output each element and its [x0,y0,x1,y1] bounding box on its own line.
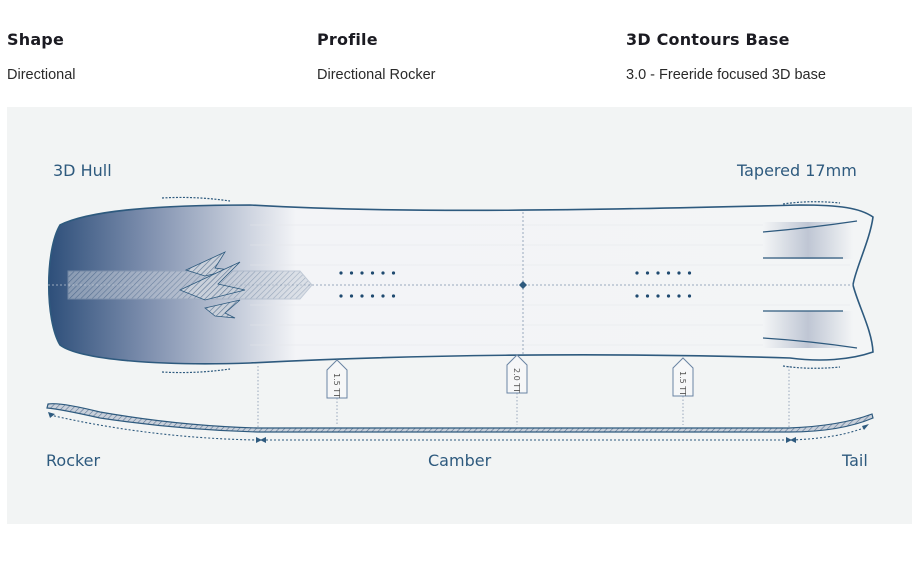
spec-title: Shape [7,30,65,49]
insert-dot [381,271,385,275]
insert-dots [339,271,692,298]
insert-dot [360,294,364,298]
spec-title: Profile [317,30,378,49]
insert-dot [381,294,385,298]
stance-tag: 2.0 TT [506,354,528,394]
tag-label: 2.0 TT [512,368,521,393]
insert-dot [666,271,671,275]
tag-label: 1.5 TT [332,373,341,398]
insert-dot [349,294,354,298]
board-stringer-lines [250,224,850,346]
insert-dot [360,271,364,275]
rocker-label: Rocker [46,451,101,470]
insert-dot [339,294,343,298]
camber-label: Camber [428,451,492,470]
spec-base: 3D Contours Base 3.0 - Freeride focused … [626,30,826,83]
insert-dot [349,271,354,275]
insert-dot [391,294,396,298]
insert-dot [666,294,671,298]
insert-dot [687,294,692,298]
spec-value: Directional Rocker [317,67,436,83]
insert-dot [687,271,692,275]
insert-dot [677,294,681,298]
insert-dot [635,271,639,275]
spec-value: Directional [7,67,76,83]
taper-lines [762,220,858,349]
spec-shape: Shape Directional [7,30,76,83]
insert-dot [677,271,681,275]
insert-dot [370,294,375,298]
insert-dot [370,271,375,275]
hull-label: 3D Hull [53,161,112,180]
tail-label: Tail [842,451,868,470]
stance-tag: 1.5 TT [672,357,694,397]
taper-label: Tapered 17mm [737,161,857,180]
insert-dot [656,294,660,298]
spec-value: 3.0 - Freeride focused 3D base [626,67,826,83]
insert-dot [635,294,639,298]
center-mark-icon [519,281,527,289]
insert-dot [656,271,660,275]
logo-icon [178,251,246,319]
stance-tag: 1.5 TT [326,359,348,399]
board-profile [46,403,874,433]
spec-title: 3D Contours Base [626,30,790,49]
insert-dot [339,271,343,275]
board-outline [47,204,874,365]
insert-dot [645,294,650,298]
spec-profile: Profile Directional Rocker [317,30,435,83]
profile-zone-arrows [49,414,867,441]
edge-dash-marks [161,196,841,374]
insert-dot [391,271,396,275]
tag-label: 1.5 TT [678,371,687,396]
insert-dot [645,271,650,275]
